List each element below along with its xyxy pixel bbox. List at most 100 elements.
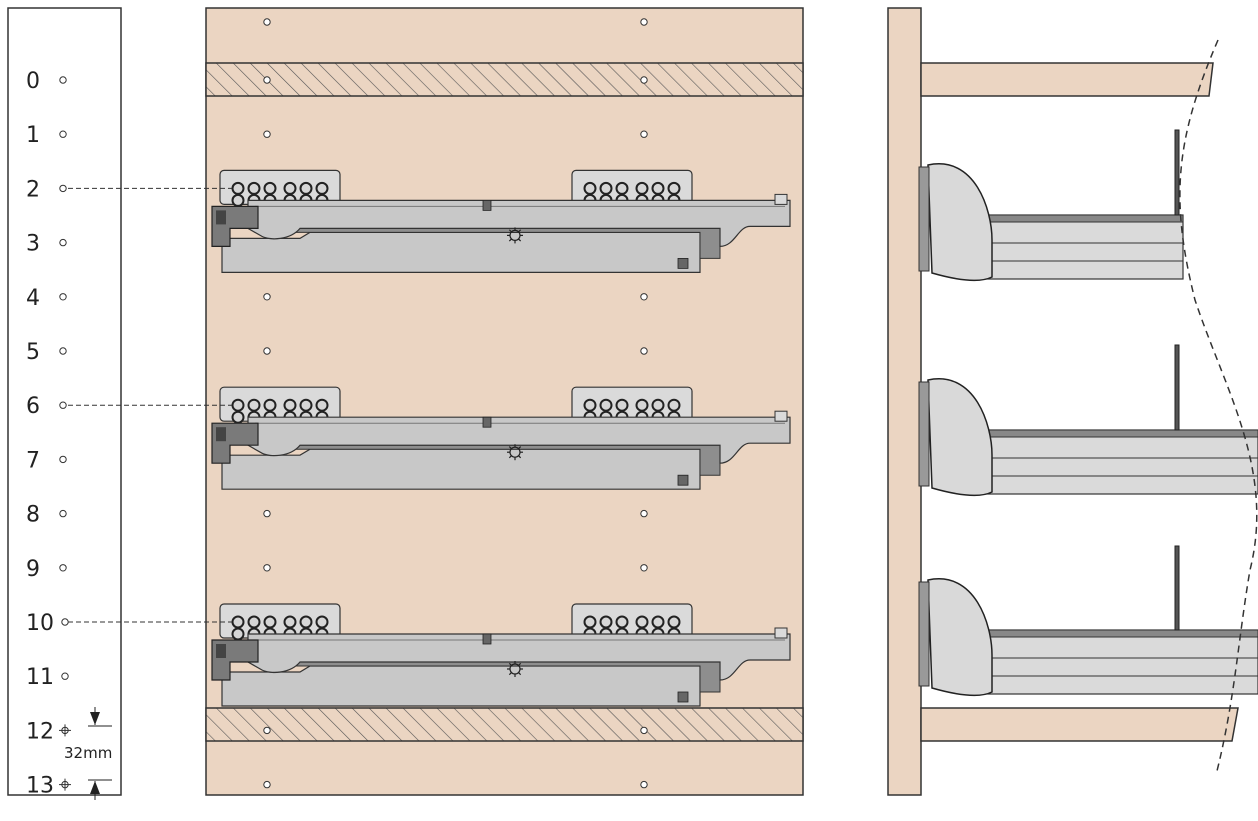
panel-hole xyxy=(640,347,648,355)
row-label: 3 xyxy=(26,232,40,257)
panel-hole xyxy=(640,780,648,789)
adjust-gear-tooth xyxy=(518,238,522,242)
lower-rail xyxy=(221,231,701,273)
lower-rail xyxy=(221,665,701,707)
mounting-hole xyxy=(667,615,681,629)
cabinet-side-panel-front-view xyxy=(68,7,804,796)
top-rail-section xyxy=(205,62,804,97)
scale-hole xyxy=(59,455,67,464)
panel-hole xyxy=(640,18,648,26)
scale-hole xyxy=(59,564,67,572)
row-label: 6 xyxy=(26,394,40,419)
panel-hole xyxy=(263,726,271,735)
section-drawer xyxy=(918,129,1184,282)
panel-hole xyxy=(640,130,648,138)
row-label: 10 xyxy=(26,611,54,636)
mounting-hole xyxy=(651,181,665,195)
row-label: 13 xyxy=(26,774,54,799)
rear-hook xyxy=(774,193,788,205)
mounting-hole xyxy=(263,615,277,629)
section-rail xyxy=(984,429,1258,495)
mounting-hole xyxy=(583,181,597,195)
row-label: 2 xyxy=(26,177,40,202)
rail-tab xyxy=(677,474,689,486)
rear-post xyxy=(1174,344,1180,431)
row-label: 12 xyxy=(26,719,54,744)
row-label: 0 xyxy=(26,69,40,94)
runner-assembly xyxy=(211,386,791,490)
scale-hole xyxy=(59,347,67,355)
mounting-hole xyxy=(231,398,245,412)
rail-tab xyxy=(677,691,689,703)
adjust-gear-tooth xyxy=(518,455,522,459)
adjust-gear-tooth xyxy=(508,455,512,459)
mounting-hole xyxy=(615,181,629,195)
mounting-hole xyxy=(315,615,329,629)
section-rail-top xyxy=(984,429,1258,438)
row-label: 4 xyxy=(26,286,40,311)
section-rail xyxy=(984,629,1258,695)
rear-hook xyxy=(774,410,788,422)
mounting-hole xyxy=(231,410,245,424)
scale-hole xyxy=(59,401,67,409)
rail-tab xyxy=(482,633,492,645)
adjust-gear-tooth xyxy=(508,238,512,242)
drawer-runners xyxy=(211,169,791,707)
rail-tab xyxy=(482,416,492,428)
front-plate xyxy=(918,166,930,272)
panel-hole xyxy=(640,509,648,518)
cabinet-section-side-view xyxy=(887,7,1258,796)
mounting-hole xyxy=(635,181,649,195)
mounting-hole xyxy=(583,398,597,412)
mounting-hole xyxy=(599,615,613,629)
scale-strip-outline xyxy=(7,7,122,796)
lower-rail xyxy=(221,448,701,490)
mounting-hole xyxy=(263,398,277,412)
mounting-hole xyxy=(315,398,329,412)
mounting-hole xyxy=(283,615,297,629)
mounting-hole xyxy=(247,615,261,629)
mounting-hole xyxy=(667,398,681,412)
front-clip-handle xyxy=(927,163,993,282)
adjust-gear-tooth xyxy=(518,672,522,676)
adjust-gear-tooth xyxy=(508,446,512,450)
mounting-hole xyxy=(299,615,313,629)
front-plate xyxy=(918,381,930,487)
rail-tab xyxy=(677,257,689,269)
row-label: 8 xyxy=(26,503,40,528)
panel-hole xyxy=(640,76,648,84)
runner-assembly xyxy=(211,603,791,707)
adjust-gear-tooth xyxy=(508,662,512,666)
scale-hole xyxy=(59,184,67,193)
mounting-hole xyxy=(651,615,665,629)
upper-rail xyxy=(247,633,791,681)
scale-hole xyxy=(59,509,67,518)
row-label: 11 xyxy=(26,665,54,690)
scale-hole xyxy=(59,130,67,138)
dimension-marker: 32mm xyxy=(64,707,112,800)
mounting-hole xyxy=(615,615,629,629)
mounting-hole xyxy=(231,193,245,207)
section-side-panel xyxy=(887,7,922,796)
mounting-hole xyxy=(283,398,297,412)
panel-hole xyxy=(263,347,271,355)
panel-hole xyxy=(640,564,648,572)
scale-hole xyxy=(59,293,67,301)
section-drawer xyxy=(918,545,1258,697)
section-top-rail xyxy=(920,62,1214,97)
front-plate xyxy=(918,581,930,687)
scale-hole xyxy=(61,618,69,626)
section-drawer xyxy=(918,344,1258,497)
front-clip-handle xyxy=(927,378,993,497)
mounting-hole xyxy=(635,615,649,629)
upper-rail xyxy=(247,199,791,248)
break-line xyxy=(1179,39,1258,776)
upper-rail xyxy=(247,416,791,464)
panel-hole xyxy=(263,780,271,789)
scale-hole xyxy=(59,76,67,84)
mounting-hole xyxy=(263,181,277,195)
scale-hole xyxy=(59,238,67,247)
mounting-hole xyxy=(599,398,613,412)
mounting-hole xyxy=(667,181,681,195)
